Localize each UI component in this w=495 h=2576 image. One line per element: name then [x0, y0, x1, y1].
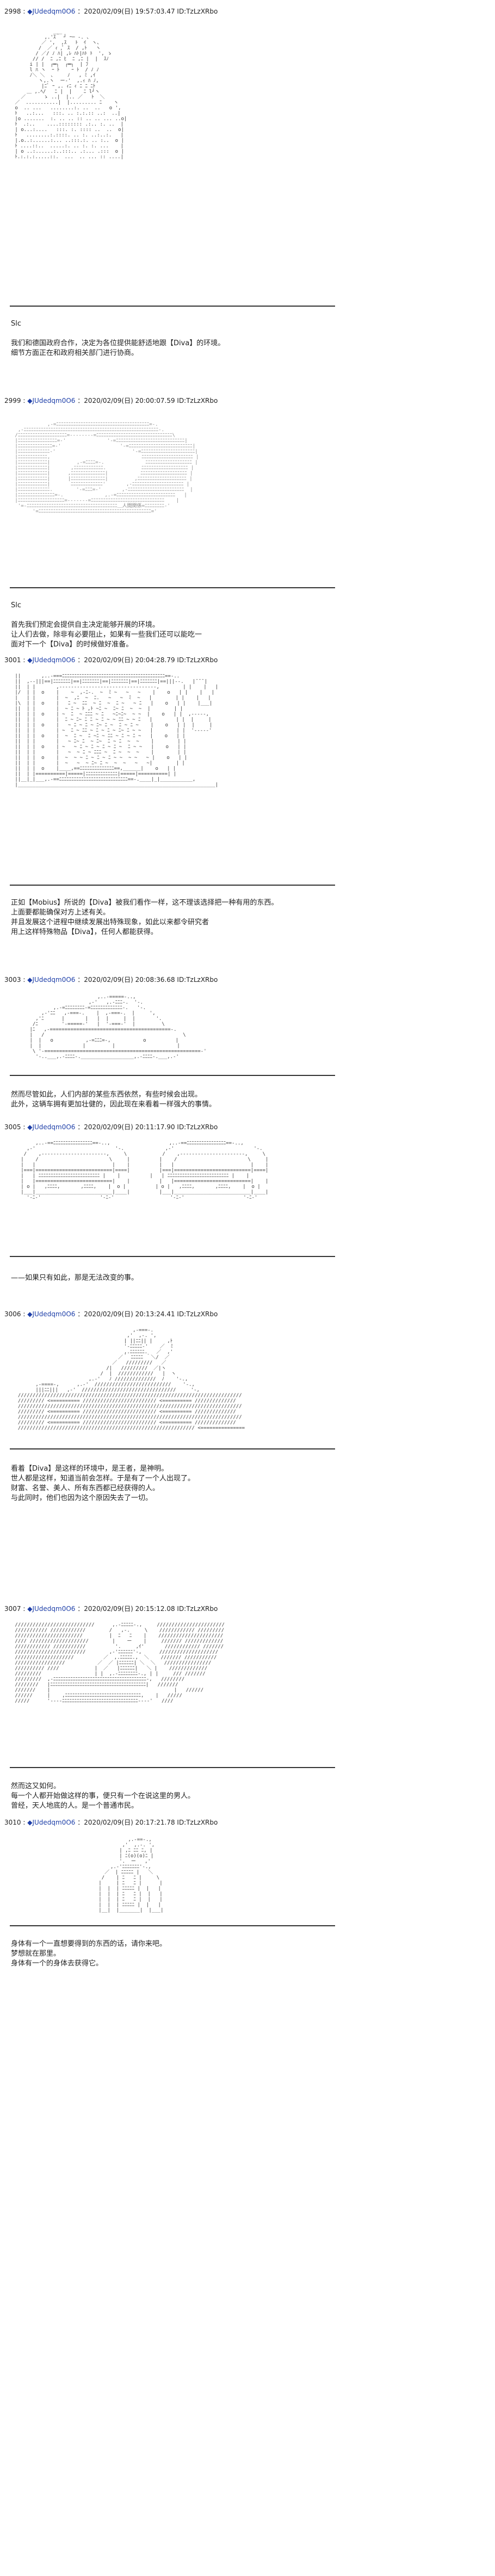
ascii-art: ,-===-. ,' ,-. ', | ||ﾆﾆ|| | ,ﾄ '-ﾆﾆﾆﾆﾆ-… — [17, 1328, 245, 1431]
poster-name[interactable]: ◆JUdedqm0O6 — [27, 1605, 76, 1613]
narration-text: 正如【Mobius】所说的【Diva】被我们看作一样，这不理该选择把一种有用的东… — [11, 899, 279, 936]
post-3006: 3006 : ◆JUdedqm0O6 ：2020/02/09(日) 20:13:… — [0, 1310, 495, 1702]
ascii-art: ___ ,.'ｽ｀ ┘ ｰ─ -. 、 ／ ', ,ｽ ﾄ ｲ ヽ、 / ／ ｨ… — [15, 29, 127, 160]
post-3007: 3007 : ◆JUdedqm0O6 ：2020/02/09(日) 20:15:… — [0, 1605, 495, 1909]
post-header: 3007 : ◆JUdedqm0O6 ：2020/02/09(日) 20:15:… — [4, 1605, 218, 1613]
post-number: 3003 : — [4, 976, 26, 984]
divider — [10, 885, 335, 886]
poster-name[interactable]: ◆JUdedqm0O6 — [27, 1310, 76, 1318]
poster-name[interactable]: ◆JUdedqm0O6 — [27, 1819, 76, 1826]
post-3001: 3001 : ◆JUdedqm0O6 ：2020/02/09(日) 20:04:… — [0, 656, 495, 1026]
ascii-art: /////////////////////////// ,.-ﾆﾆﾆﾆﾆ-., … — [15, 1622, 225, 1704]
divider — [10, 587, 335, 588]
narration-text: 然而尽管如此，人们内部的某些东西依然，有些时候会出现。 此外，这辆车拥有更加壮健… — [11, 1091, 216, 1109]
post-meta: ：2020/02/09(日) 20:11:17.90 ID:TzLzXRbo — [77, 1123, 218, 1131]
narration-text: ——如果只有如此，那是无法改变的事。 — [11, 1274, 139, 1282]
ascii-art: ,..-==ﾆﾆﾆﾆﾆﾆﾆﾆﾆﾆﾆﾆﾆﾆﾆﾆ==-.., ,..-==ﾆﾆﾆﾆﾆ… — [21, 1141, 269, 1200]
post-header: 2999 : ◆JUdedqm0O6 ：2020/02/09(日) 20:00:… — [4, 397, 218, 405]
post-meta: ：2020/02/09(日) 20:15:12.08 ID:TzLzXRbo — [77, 1605, 218, 1613]
post-3003: 3003 : ◆JUdedqm0O6 ：2020/02/09(日) 20:08:… — [0, 976, 495, 1150]
post-header: 3010 : ◆JUdedqm0O6 ：2020/02/09(日) 20:17:… — [4, 1819, 218, 1826]
post-3005: 3005 : ◆JUdedqm0O6 ：2020/02/09(日) 20:11:… — [0, 1123, 495, 1330]
narration-text: 然而这又如何。 每一个人都开始做这样的事，便只有一个在说这里的男人。 曾经，天人… — [11, 1782, 195, 1810]
post-2998: 2998 : ◆JUdedqm0O6 ：2020/02/09(日) 19:57:… — [0, 8, 495, 399]
post-meta: ：2020/02/09(日) 20:13:24.41 ID:TzLzXRbo — [77, 1310, 218, 1318]
post-2999: 2999 : ◆JUdedqm0O6 ：2020/02/09(日) 20:00:… — [0, 397, 495, 680]
ascii-art: ,-=ﾆﾆﾆﾆﾆﾆﾆﾆﾆﾆﾆﾆﾆﾆﾆﾆﾆﾆﾆﾆﾆﾆﾆﾆﾆﾆﾆﾆﾆﾆﾆﾆﾆﾆﾆﾆﾆ… — [15, 422, 199, 514]
poster-name[interactable]: ◆JUdedqm0O6 — [27, 976, 76, 984]
ascii-art: ,..-=====-.., ,-' ,.-ﾆﾆﾆ-. '-. ,.-=ﾆﾆﾆﾆﾆ… — [29, 994, 207, 1060]
narration-text: 看着【Diva】是这样的环境中，是王者，是神明。 世人都是这样，知道当前会怎样。… — [11, 1465, 195, 1502]
post-header: 3005 : ◆JUdedqm0O6 ：2020/02/09(日) 20:11:… — [4, 1123, 218, 1131]
ascii-art: || ,..-===ﾆﾆﾆﾆﾆﾆﾆﾆﾆﾆﾆﾆﾆﾆﾆﾆﾆﾆﾆﾆﾆﾆﾆﾆﾆﾆﾆﾆﾆﾆ… — [15, 674, 219, 788]
poster-name[interactable]: ◆JUdedqm0O6 — [27, 397, 76, 405]
post-header: 3003 : ◆JUdedqm0O6 ：2020/02/09(日) 20:08:… — [4, 976, 218, 984]
post-meta: ：2020/02/09(日) 20:08:36.68 ID:TzLzXRbo — [77, 976, 218, 984]
post-number: 2999 : — [4, 397, 26, 405]
ascii-art: ,.-==-., ,' ,.-. ', | ,ﾆ ﾆﾆ ﾆ, | | ﾆ(o)(… — [98, 1837, 164, 1913]
divider — [10, 1767, 335, 1768]
narration-text: Slc 首先我们预定会提供自主决定能够开展的环境。 让人们去做，除非有必要阻止，… — [11, 601, 202, 649]
narration-text: Slc 我们和德国政府合作，决定为各位提供能舒适地跟【Diva】的环境。 细节方… — [11, 320, 225, 357]
post-number: 3007 : — [4, 1605, 26, 1613]
poster-name[interactable]: ◆JUdedqm0O6 — [27, 656, 76, 664]
post-header: 3001 : ◆JUdedqm0O6 ：2020/02/09(日) 20:04:… — [4, 656, 218, 664]
post-meta: ：2020/02/09(日) 20:00:07.59 ID:TzLzXRbo — [77, 397, 218, 405]
divider — [10, 1075, 335, 1076]
divider — [10, 1256, 335, 1257]
divider — [10, 1448, 335, 1449]
post-meta: ：2020/02/09(日) 19:57:03.47 ID:TzLzXRbo — [77, 8, 218, 15]
post-header: 3006 : ◆JUdedqm0O6 ：2020/02/09(日) 20:13:… — [4, 1310, 218, 1318]
post-number: 3005 : — [4, 1123, 26, 1131]
post-number: 3006 : — [4, 1310, 26, 1318]
poster-name[interactable]: ◆JUdedqm0O6 — [27, 8, 76, 15]
poster-name[interactable]: ◆JUdedqm0O6 — [27, 1123, 76, 1131]
post-3010: 3010 : ◆JUdedqm0O6 ：2020/02/09(日) 20:17:… — [0, 1819, 495, 2112]
post-number: 3001 : — [4, 656, 26, 664]
post-meta: ：2020/02/09(日) 20:04:28.79 ID:TzLzXRbo — [77, 656, 218, 664]
post-number: 2998 : — [4, 8, 26, 15]
post-meta: ：2020/02/09(日) 20:17:21.78 ID:TzLzXRbo — [77, 1819, 218, 1826]
divider — [10, 1925, 335, 1926]
post-header: 2998 : ◆JUdedqm0O6 ：2020/02/09(日) 19:57:… — [4, 8, 218, 15]
post-number: 3010 : — [4, 1819, 26, 1826]
narration-text: 身体有一个一直想要得到的东西的话，请你来吧。 梦想就在那里。 身体有一个的身体去… — [11, 1940, 167, 1968]
divider — [10, 306, 335, 307]
